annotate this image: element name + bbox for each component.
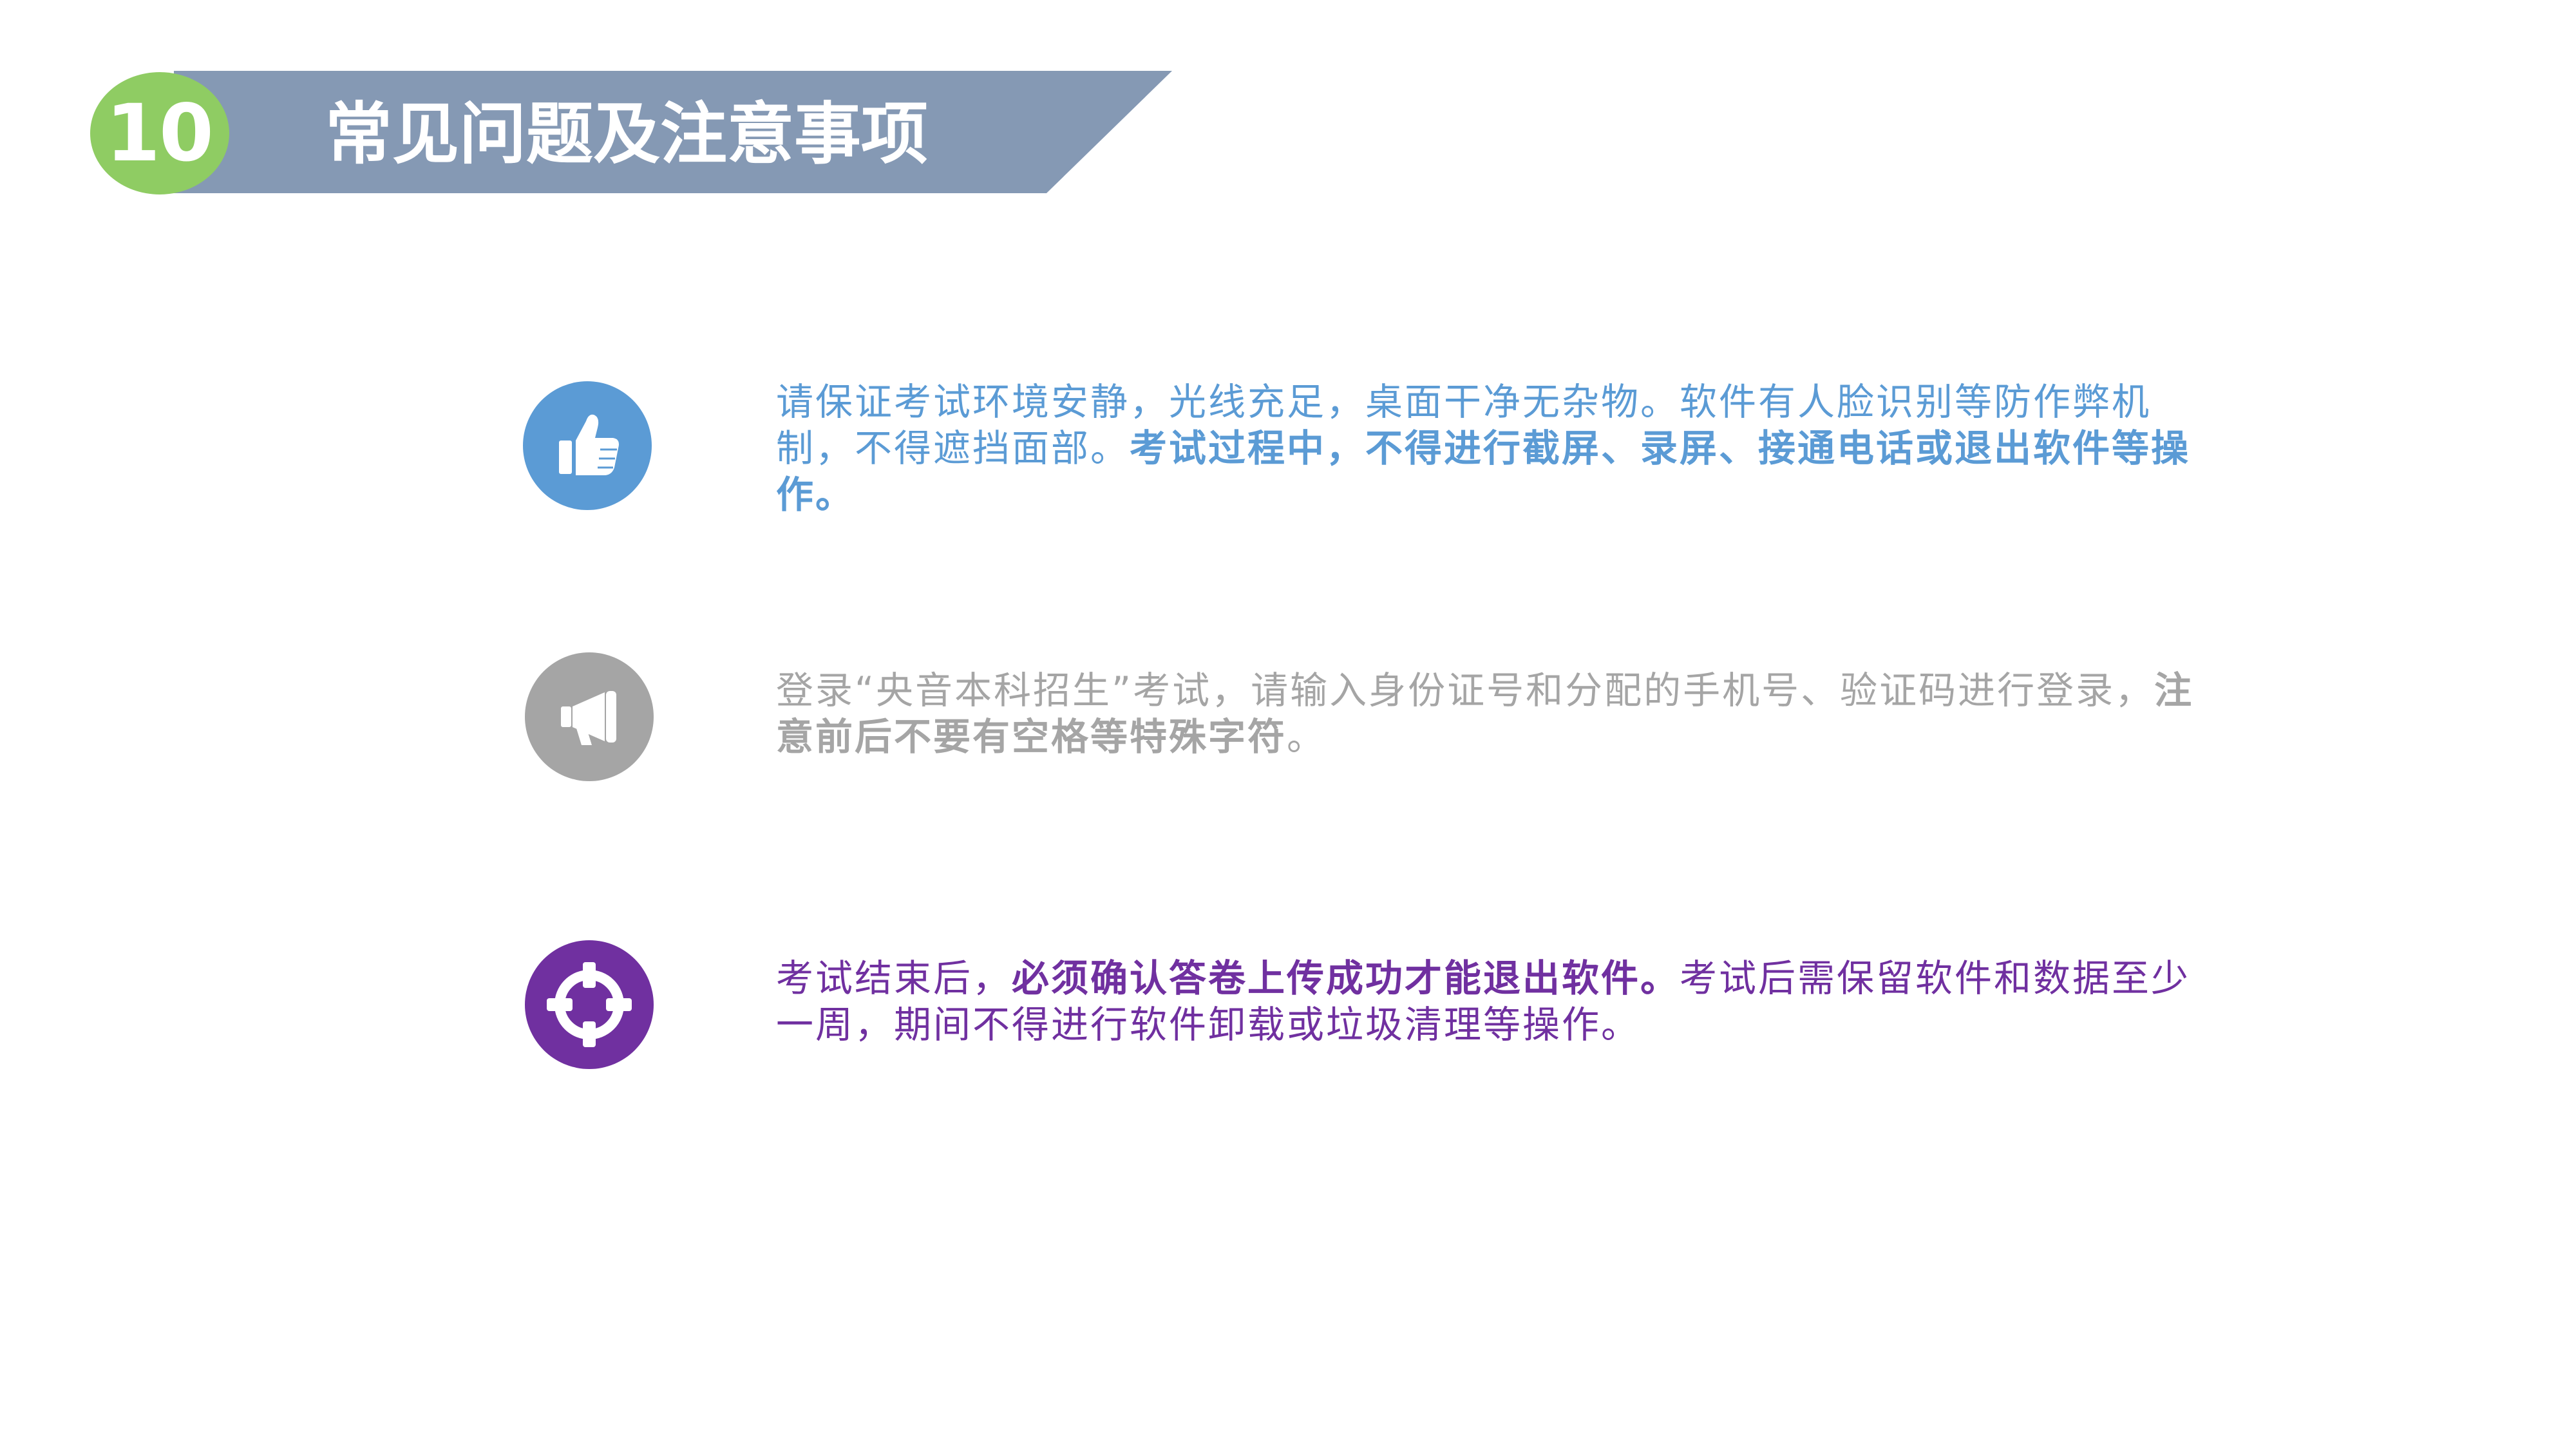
item-1-text: 请保证考试环境安静，光线充足，桌面干净无杂物。软件有人脸识别等防作弊机制，不得遮… bbox=[776, 379, 2212, 518]
section-header: 10 常见问题及注意事项 bbox=[0, 0, 2576, 206]
item-3-text: 考试结束后，必须确认答卷上传成功才能退出软件。考试后需保留软件和数据至少一周，期… bbox=[776, 955, 2212, 1048]
item-3-icon-circle bbox=[525, 940, 654, 1069]
item-3-text-bold: 必须确认答卷上传成功才能退出软件。 bbox=[1012, 956, 1680, 1000]
item-2-text-bold: 注意前后不要有空格等特殊字符 bbox=[776, 668, 2194, 759]
megaphone-icon bbox=[525, 652, 654, 781]
item-1-icon-circle bbox=[523, 381, 652, 510]
item-1-text-bold: 考试过程中，不得进行截屏、录屏、接通电话或退出软件等操作。 bbox=[776, 426, 2191, 516]
item-3-text-after: 考试后需保留软件和数据至少一周，期间不得进行软件卸载或垃圾清理等操作。 bbox=[776, 956, 2191, 1046]
item-2-icon-circle bbox=[525, 652, 654, 781]
item-1-text-plain: 请保证考试环境安静，光线充足，桌面干净无杂物。软件有人脸识别等防作弊机制，不得遮… bbox=[776, 380, 2152, 470]
section-title: 常见问题及注意事项 bbox=[325, 95, 929, 173]
section-number: 10 bbox=[106, 88, 214, 179]
item-2-text-plain: 登录“央音本科招生”考试，请输入身份证号和分配的手机号、验证码进行登录， bbox=[776, 668, 2155, 712]
item-2-text-after: 。 bbox=[1287, 715, 1327, 759]
thumbs-up-icon bbox=[523, 381, 652, 510]
item-2-text: 登录“央音本科招生”考试，请输入身份证号和分配的手机号、验证码进行登录，注意前后… bbox=[776, 667, 2212, 760]
crosshair-icon bbox=[525, 940, 654, 1069]
item-3-text-plain: 考试结束后， bbox=[776, 956, 1012, 1000]
header-banner-shape bbox=[90, 71, 1172, 194]
section-number-badge bbox=[90, 72, 229, 194]
header-banner bbox=[174, 71, 1172, 193]
